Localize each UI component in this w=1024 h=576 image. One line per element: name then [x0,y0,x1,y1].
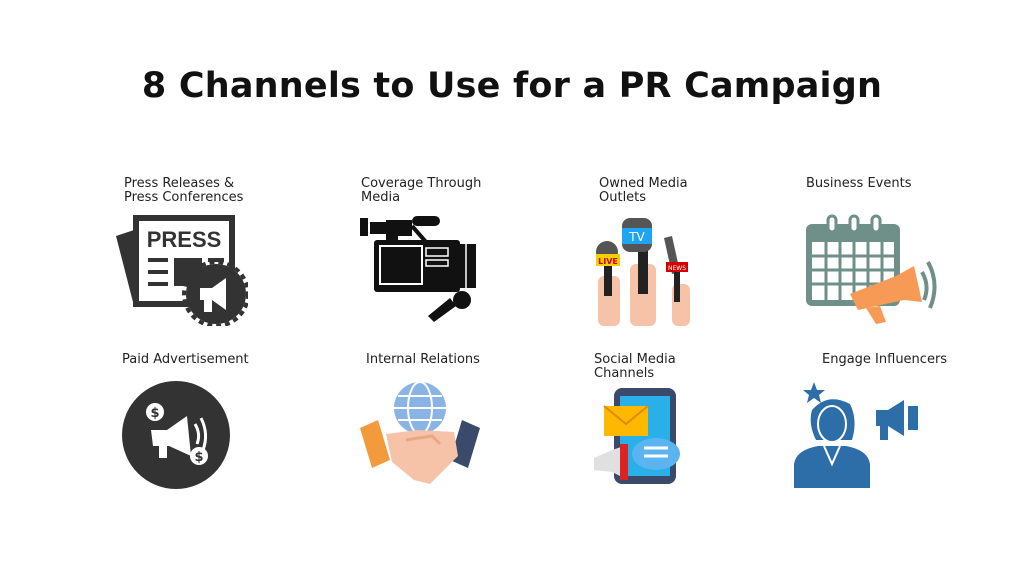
video-camera-microphone-icon [360,216,476,322]
channel-business-events: Business Events [806,177,1006,191]
channel-paid-advertisement: Paid Advertisement [122,353,322,367]
svg-text:TV: TV [628,230,645,244]
channel-label: Internal Relations [366,352,480,367]
microphones-icon: LIVE TV NEWS [596,218,690,326]
influencer-megaphone-icon [794,382,918,488]
page-title: 8 Channels to Use for a PR Campaign [141,66,883,106]
channel-label: Social Media Channels [594,352,676,381]
channel-engage-influencers: Engage Influencers [822,353,1022,367]
svg-text:PRESS: PRESS [147,227,222,252]
channel-label: Press Releases & Press Conferences [124,176,244,205]
svg-text:LIVE: LIVE [598,257,618,266]
channel-internal-relations: Internal Relations [366,353,566,367]
channel-press-releases: Press Releases & Press Conferences [124,177,324,205]
svg-text:$: $ [150,406,159,421]
svg-text:$: $ [194,450,203,465]
channel-label: Business Events [806,176,912,191]
phone-messages-icon [594,388,680,484]
channel-owned-media: Owned Media Outlets [599,177,799,205]
channel-social-media: Social Media Channels [594,353,794,381]
calendar-megaphone-icon [806,214,937,324]
svg-text:NEWS: NEWS [668,265,686,272]
megaphone-dollar-icon: $ $ [122,381,230,489]
channel-media-coverage: Coverage Through Media [361,177,561,205]
newspaper-megaphone-icon: PRESS [116,215,248,326]
handshake-globe-icon [360,381,480,484]
channel-label: Engage Influencers [822,352,948,367]
channel-label: Owned Media Outlets [599,176,688,205]
channel-label: Paid Advertisement [122,352,249,367]
channel-label: Coverage Through Media [361,176,482,205]
